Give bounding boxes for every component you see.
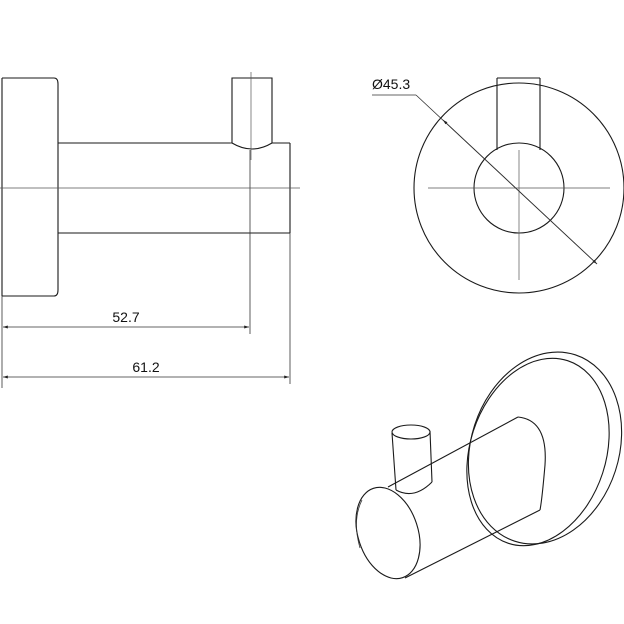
side-view-flange (2, 77, 59, 297)
side-view-post (231, 77, 273, 143)
isometric-view (355, 351, 623, 580)
dimension-overall-length-label: 61.2 (132, 359, 159, 375)
iso-post (391, 430, 433, 491)
side-view-arm (58, 142, 291, 234)
front-view (413, 77, 624, 294)
iso-arm-end (355, 486, 421, 580)
dimension-diameter-label: Ø45.3 (372, 76, 410, 92)
dimension-diameter: Ø45.3 (372, 76, 598, 265)
iso-flange-back (467, 351, 623, 545)
dimension-inner-length: 52.7 (1, 233, 251, 388)
dimension-overall-length: 61.2 (3, 233, 291, 384)
front-view-post (496, 77, 541, 150)
iso-flange-front (466, 357, 610, 547)
front-view-flange-circle (413, 82, 624, 294)
iso-arm (387, 416, 541, 579)
side-view (0, 72, 300, 297)
dimension-inner-length-label: 52.7 (112, 309, 139, 325)
